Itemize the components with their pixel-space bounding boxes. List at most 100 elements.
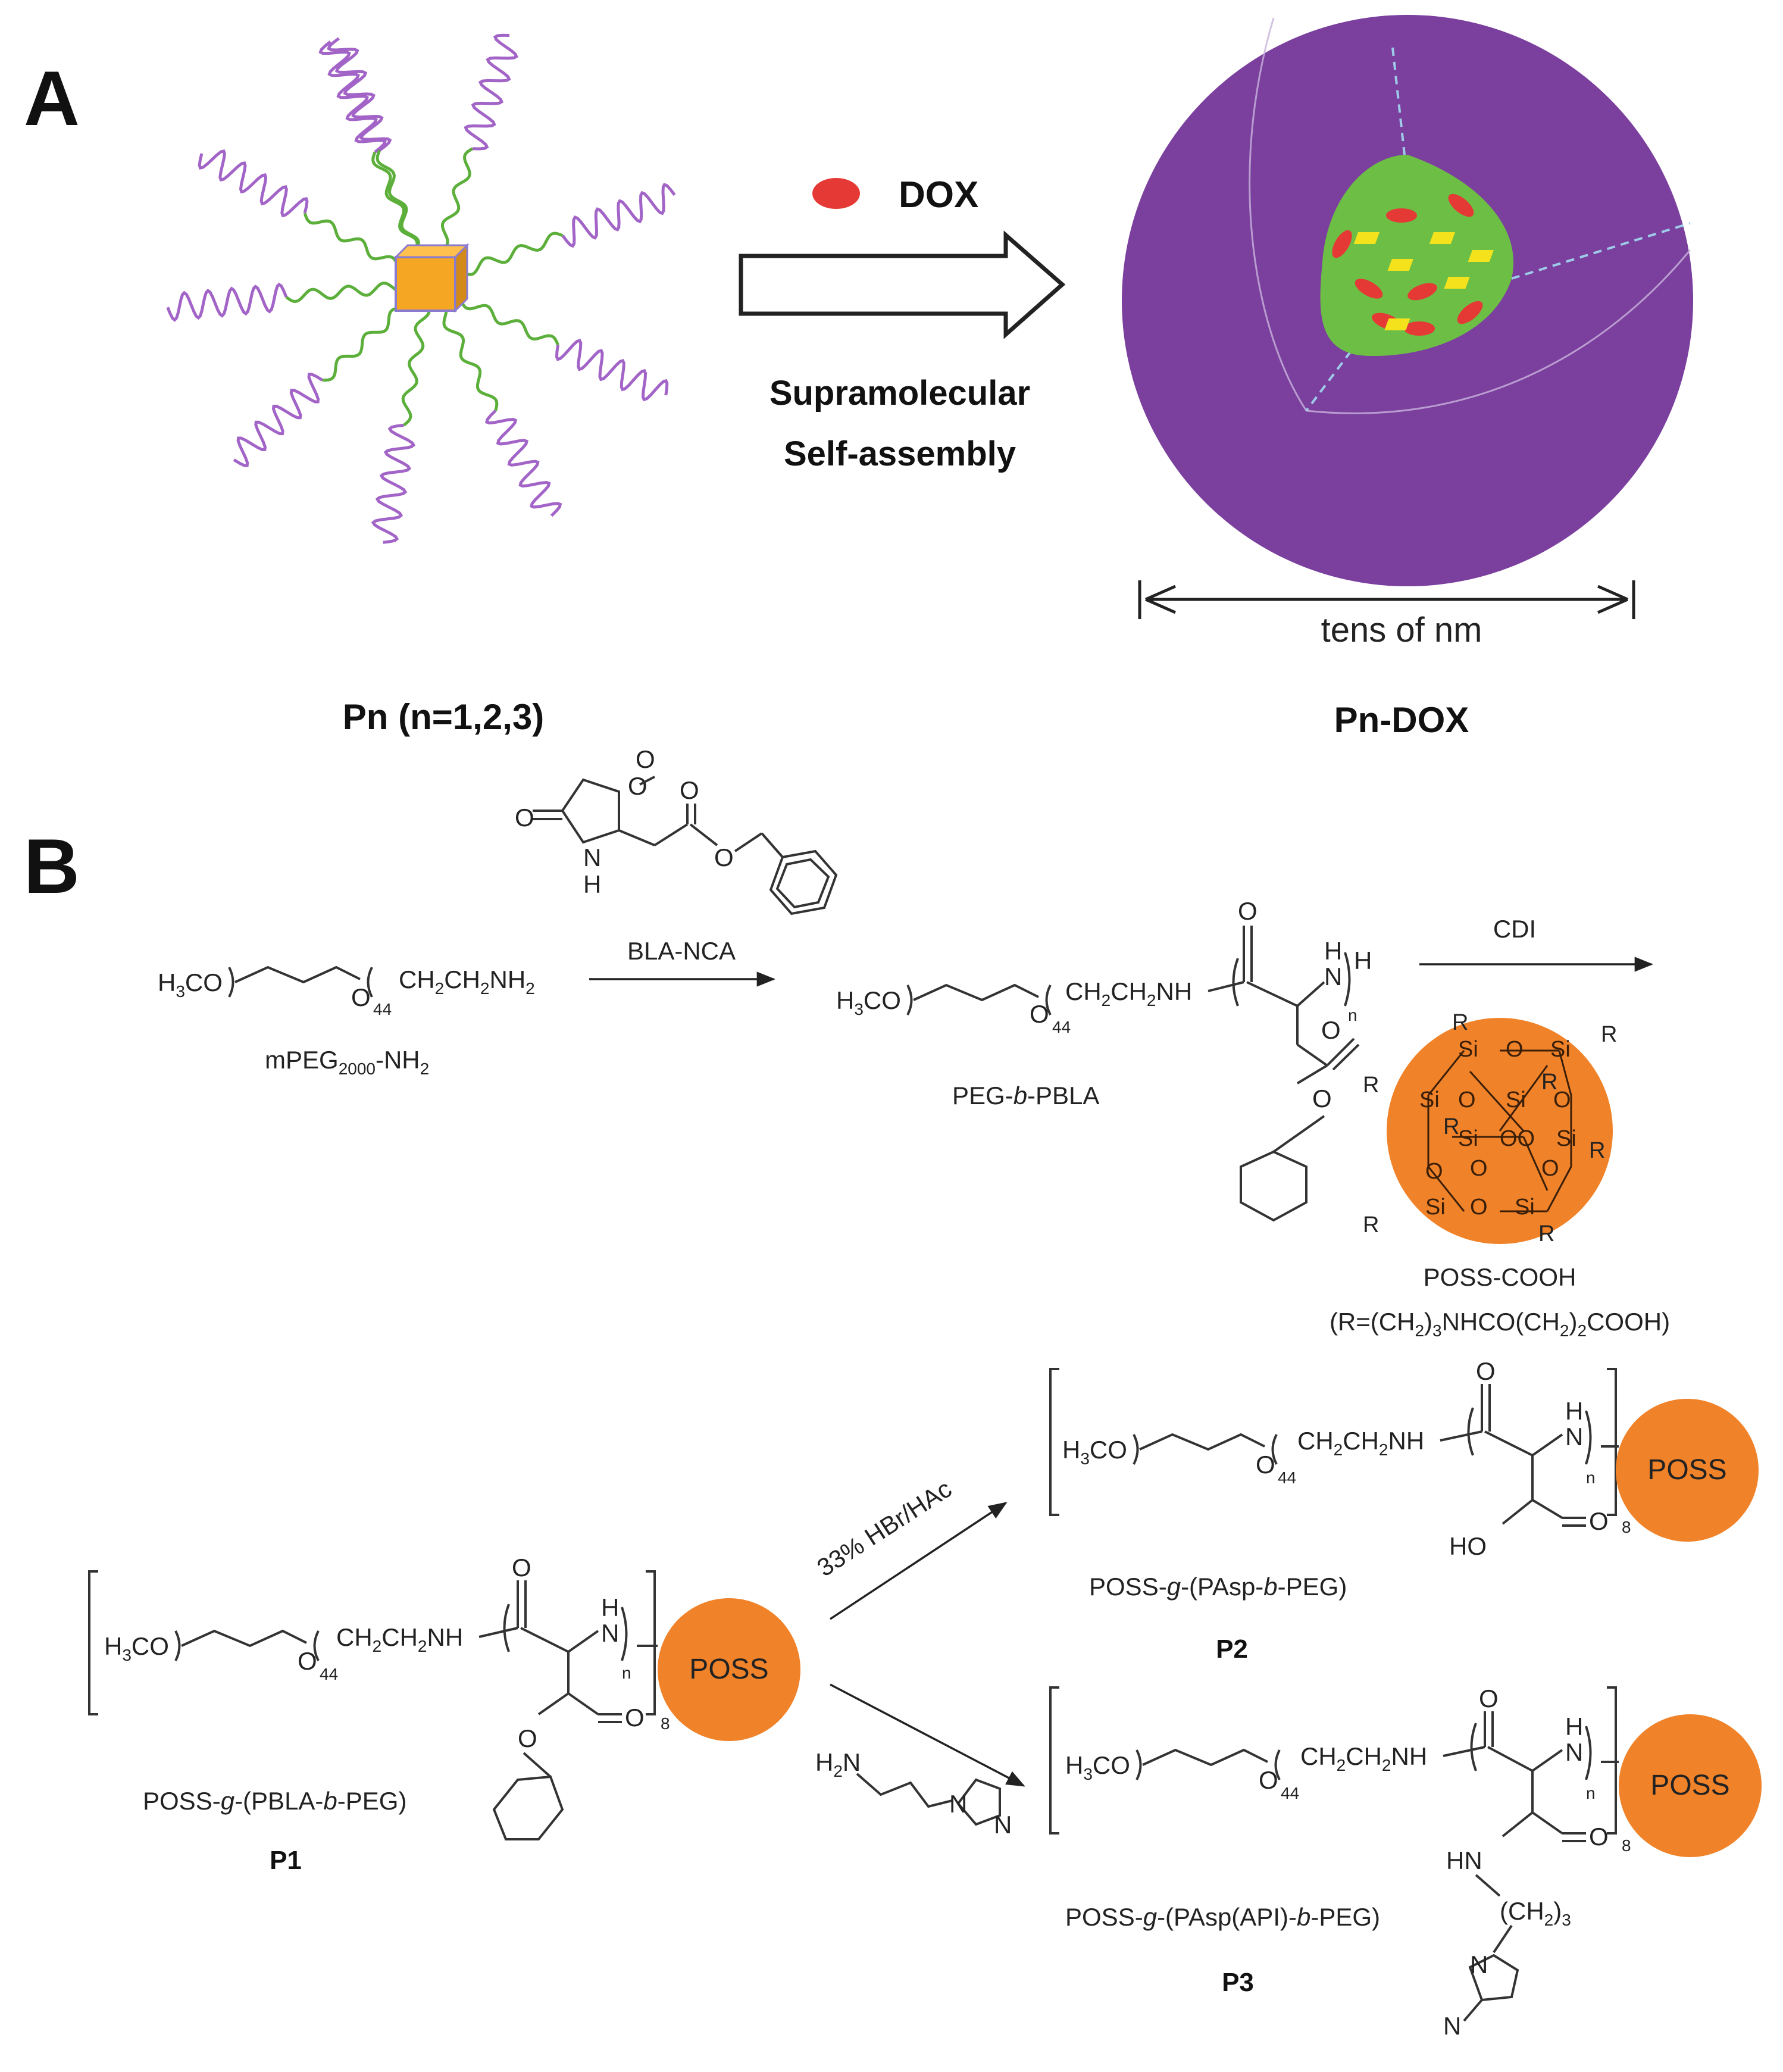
svg-text:44: 44 [1278, 1468, 1296, 1487]
p1-structure: H3CO O 44 CH2CH2NH O H N n 8 O O [88, 1554, 670, 1840]
peg-arm-outer [166, 282, 288, 322]
svg-text:n: n [1586, 1784, 1596, 1802]
svg-text:CH2CH2NH2: CH2CH2NH2 [399, 965, 535, 998]
svg-text:N: N [601, 1619, 619, 1647]
dox-molecule-icon [1355, 279, 1383, 299]
svg-text:CH2CH2NH: CH2CH2NH [1297, 1427, 1424, 1459]
mpeg-structure: H3CO O 44 CH2CH2NH2 [158, 965, 535, 1018]
dox-molecule-icon [1407, 283, 1437, 301]
pn-dox-caption: Pn-DOX [1334, 700, 1469, 740]
peg-arm-outer [561, 183, 676, 248]
loaded-molecule-icon [1429, 232, 1456, 244]
svg-text:O: O [1589, 1507, 1609, 1535]
svg-text:R: R [1452, 1010, 1468, 1035]
svg-text:n: n [1586, 1468, 1596, 1487]
svg-text:Si: Si [1506, 1087, 1526, 1112]
svg-text:O: O [625, 1704, 645, 1732]
svg-text:(CH2)3: (CH2)3 [1500, 1897, 1571, 1929]
svg-text:N: N [583, 843, 601, 871]
svg-text:Si: Si [1425, 1195, 1446, 1220]
svg-text:O: O [680, 776, 699, 804]
svg-text:H3CO: H3CO [158, 968, 223, 1001]
svg-text:N: N [994, 1811, 1012, 1839]
svg-text:R: R [1363, 1073, 1379, 1098]
svg-text:O: O [1541, 1156, 1559, 1181]
star-polymer-icon [166, 33, 676, 544]
svg-text:R: R [1443, 1114, 1459, 1139]
pn-caption: Pn (n=1,2,3) [343, 697, 544, 737]
svg-text:8: 8 [661, 1714, 670, 1733]
panel-a-label: A [24, 55, 80, 142]
svg-text:Si: Si [1556, 1126, 1576, 1151]
mpeg-label: mPEG2000-NH2 [265, 1046, 429, 1078]
dox-molecule-icon [1448, 193, 1474, 217]
svg-text:N: N [1565, 1738, 1583, 1766]
svg-text:O: O [714, 843, 734, 871]
svg-text:H: H [1565, 1397, 1583, 1425]
svg-text:O: O [1259, 1766, 1278, 1794]
peg-arm-outer [233, 373, 323, 467]
api-arrow [830, 1683, 1025, 1787]
peg-arm-outer [318, 40, 387, 154]
p3-label: P3 [1222, 1968, 1254, 1997]
p3-name: POSS-g-(PAsp(API)-b-PEG) [1065, 1903, 1380, 1931]
loaded-molecule-icon [1353, 232, 1380, 244]
dox-legend-icon [812, 178, 860, 209]
loaded-molecule-icon [1384, 318, 1410, 330]
scale-label: tens of nm [1321, 611, 1482, 649]
cdi-reagent: CDI [1493, 915, 1536, 943]
peg-arm-outer [198, 149, 309, 218]
svg-text:O: O [1425, 1159, 1443, 1184]
svg-text:H: H [583, 870, 601, 898]
p3-poss-core-icon [1619, 1714, 1762, 1857]
poss-cooh-label: POSS-COOH [1424, 1263, 1576, 1291]
p1-name: POSS-g-(PBLA-b-PEG) [143, 1787, 406, 1815]
svg-text:44: 44 [1281, 1784, 1299, 1802]
svg-text:8: 8 [1622, 1518, 1631, 1536]
p1-poss-core-icon [658, 1598, 800, 1741]
bla-nca-structure: O O O N H O O [515, 745, 838, 915]
loaded-molecule-icon [1387, 259, 1413, 271]
svg-text:O: O [512, 1554, 531, 1582]
peg-arm-outer [327, 37, 392, 152]
svg-text:H3CO: H3CO [104, 1632, 169, 1664]
hbr-reagent: 33% HBr/HAc [812, 1474, 956, 1582]
svg-text:N: N [949, 1790, 967, 1818]
peg-arm-outer [555, 339, 669, 402]
svg-text:N: N [1470, 1951, 1488, 1979]
svg-text:H3CO: H3CO [836, 986, 901, 1018]
peg-arm-outer [484, 410, 562, 517]
svg-text:CH2CH2NH: CH2CH2NH [1300, 1742, 1427, 1774]
svg-text:R: R [1541, 1070, 1557, 1095]
p3-poss-text: POSS [1650, 1770, 1729, 1801]
svg-text:N: N [1443, 2012, 1461, 2040]
svg-text:Si: Si [1458, 1126, 1478, 1151]
svg-text:H3CO: H3CO [1065, 1751, 1130, 1783]
p2-name: POSS-g-(PAsp-b-PEG) [1089, 1573, 1347, 1601]
svg-text:O: O [628, 772, 647, 800]
dox-molecule-icon [1386, 208, 1417, 223]
svg-text:HO: HO [1449, 1532, 1487, 1560]
svg-text:O: O [1238, 897, 1258, 925]
svg-text:HN: HN [1446, 1846, 1482, 1874]
p2-poss-text: POSS [1647, 1454, 1726, 1486]
svg-text:O: O [1458, 1087, 1476, 1112]
svg-text:N: N [1324, 962, 1342, 990]
svg-text:n: n [1348, 1006, 1357, 1024]
svg-text:Si: Si [1419, 1087, 1440, 1112]
dox-molecule-icon [1457, 301, 1483, 324]
svg-text:N: N [1565, 1423, 1583, 1451]
micelle-icon [1122, 15, 1693, 586]
loaded-molecule-icon [1444, 277, 1470, 289]
svg-text:n: n [622, 1664, 631, 1682]
panel-b-label: B [24, 823, 80, 910]
svg-text:R: R [1601, 1022, 1617, 1047]
api-reagent-structure: H2N N N [815, 1748, 1012, 1839]
p2-poss-core-icon [1616, 1399, 1759, 1542]
svg-text:O: O [298, 1647, 317, 1675]
svg-text:O: O [636, 745, 655, 773]
svg-text:O: O [1476, 1357, 1496, 1385]
svg-text:O: O [1479, 1685, 1499, 1712]
